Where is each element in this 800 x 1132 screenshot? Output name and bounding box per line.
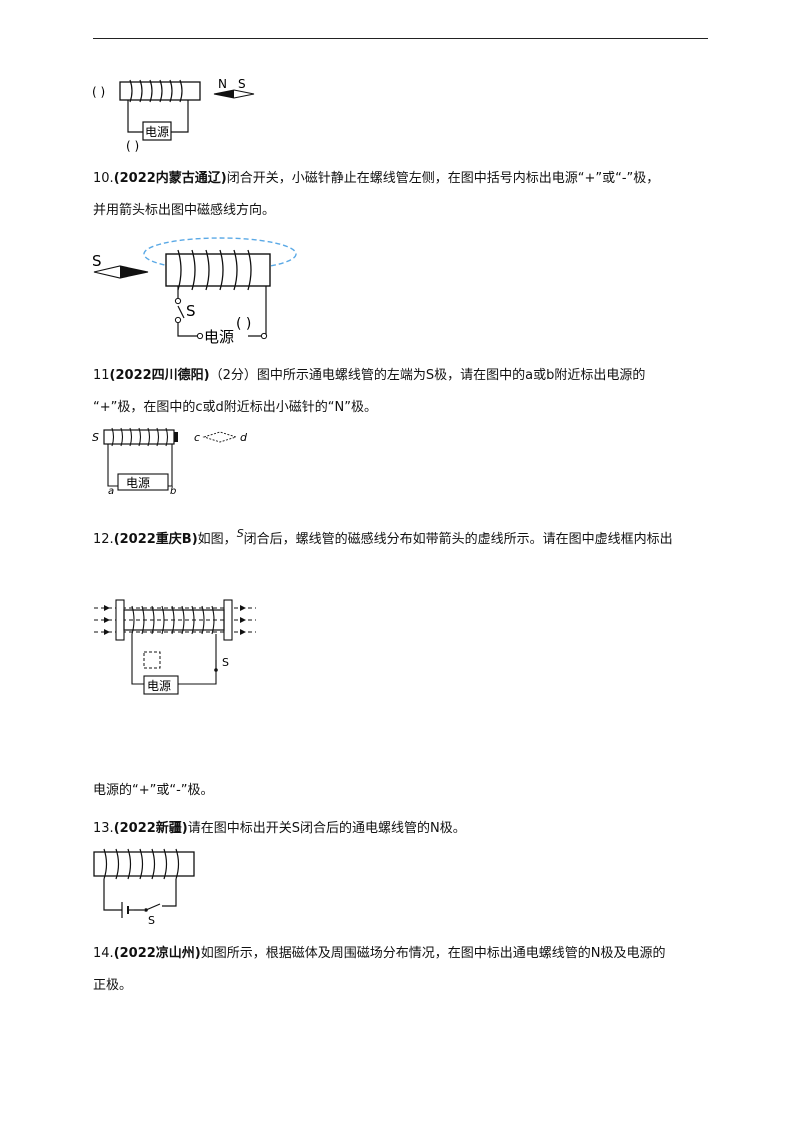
q11-power-label: 电源 (126, 476, 150, 490)
q12-text-continued: 电源的“+”或“-”极。 (93, 775, 713, 807)
q14-number: 14. (93, 946, 114, 961)
q9-needle-n-label: N (218, 77, 227, 91)
q11-source: (2022四川德阳) (109, 368, 210, 383)
q11-text: 11(2022四川德阳)（2分）图中所示通电螺线管的左端为S极，请在图中的a或b… (93, 360, 713, 424)
q14-line2: 正极。 (93, 978, 133, 993)
q10-number: 10. (93, 171, 114, 186)
q9-power-bracket: ( ) (126, 139, 139, 152)
q10-diagram: S S 电源 ( ) (92, 237, 297, 346)
q12-switch-label: S (222, 656, 229, 669)
q13-text: 13.(2022新疆)请在图中标出开关S闭合后的通电螺线管的N极。 (93, 813, 713, 845)
q9-needle-s-label: S (238, 77, 246, 91)
q10-source: (2022内蒙古通辽) (113, 171, 227, 186)
q9-power-box (142, 121, 172, 141)
q12-answer-box (143, 651, 161, 669)
q11-number: 11 (93, 368, 110, 383)
q12-text-a: 如图， (197, 532, 237, 547)
q11-c-label: c (194, 431, 200, 444)
q11-diagram: S c d 电源 a b (92, 427, 248, 496)
q13-wire (103, 879, 177, 911)
q10-needle-label: S (92, 252, 102, 270)
q11-score: （2分） (209, 368, 257, 383)
q13-source: (2022新疆) (113, 821, 188, 836)
q12-power-box (143, 675, 179, 695)
q12-wire (131, 634, 217, 685)
q11-a-label: a (108, 486, 114, 496)
q12-source: (2022重庆B) (113, 532, 198, 547)
q12-power-label: 电源 (147, 679, 171, 693)
q11-b-label: b (170, 486, 176, 496)
q10-switch-contact-top (174, 297, 182, 305)
q10-coil (177, 249, 252, 291)
q11-pole-label: S (92, 431, 99, 444)
q11-solenoid (103, 429, 175, 445)
q9-diagram: ( ) 电源 ( ) N S (92, 77, 255, 152)
q11-power-box (117, 473, 169, 491)
q10-power-label: 电源 (204, 328, 234, 346)
q10-line2: 并用箭头标出图中磁感线方向。 (93, 203, 276, 218)
q10-power-bracket: ( ) (236, 316, 251, 332)
q10-solenoid (165, 253, 271, 287)
q12-field-arrows (104, 605, 246, 635)
q9-power-label: 电源 (145, 125, 169, 139)
q12-switch-inline: S (236, 527, 244, 540)
q10-switch-label: S (186, 302, 196, 320)
q11-d-label: d (240, 431, 248, 444)
q13-number: 13. (93, 821, 114, 836)
q11-line2: “+”极，在图中的c或d附近标出小磁针的“N”极。 (93, 400, 377, 415)
header-rule (93, 38, 708, 39)
q9-coil (129, 79, 183, 103)
q12-text-b: 闭合后，螺线管的磁感线分布如带箭头的虚线所示。请在图中虚线框内标出 (243, 532, 673, 547)
q12-number: 12. (93, 532, 114, 547)
q10-wire (177, 286, 267, 337)
q11-line1: 图中所示通电螺线管的左端为S极，请在图中的a或b附近标出电源的 (256, 368, 646, 383)
q12-text: 12.(2022重庆B)如图，S闭合后，螺线管的磁感线分布如带箭头的虚线所示。请… (93, 524, 713, 556)
q14-line1: 如图所示，根据磁体及周围磁场分布情况，在图中标出通电螺线管的N极及电源的 (200, 946, 666, 961)
q11-magnetic-needle (202, 431, 238, 443)
q12-solenoid (123, 609, 225, 631)
q12-coil (131, 605, 215, 635)
q13-diagram: S (93, 848, 195, 924)
q10-switch-contact-bottom (174, 316, 182, 324)
q10-power-terminal-right (260, 332, 268, 340)
q13-switch (145, 903, 161, 911)
q12-text-c: 电源的“+”或“-”极。 (93, 783, 214, 798)
q14-source: (2022凉山州) (113, 946, 201, 961)
q13-line1: 请在图中标出开关S闭合后的通电螺线管的N极。 (187, 821, 466, 836)
q9-wire (127, 100, 189, 133)
q11-coil (111, 427, 169, 447)
q13-coil (103, 848, 180, 880)
q13-switch-label: S (148, 914, 155, 924)
q12-diagram: S 电源 (94, 599, 256, 695)
q9-solenoid (119, 81, 201, 101)
q9-left-bracket: ( ) (92, 85, 105, 99)
q10-power-terminal-left (196, 332, 204, 340)
q10-text: 10.(2022内蒙古通辽)闭合开关，小磁针静止在螺线管左侧，在图中括号内标出电… (93, 163, 713, 227)
q14-text: 14.(2022凉山州)如图所示，根据磁体及周围磁场分布情况，在图中标出通电螺线… (93, 938, 713, 1002)
q10-line1: 闭合开关，小磁针静止在螺线管左侧，在图中括号内标出电源“+”或“-”极， (226, 171, 660, 186)
